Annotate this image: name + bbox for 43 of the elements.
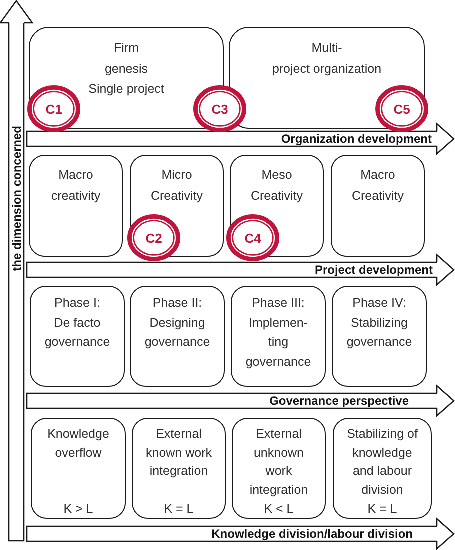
axis-label: Governance perspective bbox=[270, 394, 409, 408]
stage-label: Phase I: De facto governance bbox=[44, 295, 110, 351]
stage-label: Phase II: Designing governance bbox=[144, 295, 210, 351]
stage-box bbox=[132, 418, 226, 519]
stage-label: Firm genesis Single project bbox=[88, 40, 164, 98]
callout-circle bbox=[226, 214, 280, 262]
stage-label: Macro Creativity bbox=[352, 167, 404, 205]
stage-box bbox=[130, 286, 225, 387]
ratio-label: K = L bbox=[164, 502, 194, 516]
stage-box bbox=[333, 418, 432, 519]
ratio-label: K = L bbox=[368, 502, 398, 516]
stage-label: Stabilizing of knowledge and labour division bbox=[347, 426, 418, 498]
callout-number: C2 bbox=[146, 230, 162, 246]
callout-number: C4 bbox=[244, 230, 262, 246]
stage-box bbox=[232, 418, 326, 519]
stage-label: Phase III: Implemen- ting governance bbox=[246, 295, 312, 371]
stage-label: Multi- project organization bbox=[272, 40, 382, 78]
stage-label: Knowledge overflow bbox=[48, 426, 110, 462]
callout-circle bbox=[27, 85, 81, 133]
stage-label: Micro Creativity bbox=[150, 167, 204, 205]
callout-circle bbox=[193, 85, 247, 133]
stage-label: External unknown work integration bbox=[250, 426, 308, 499]
callout-number: C1 bbox=[46, 102, 62, 116]
axis-label: Knowledge division/labour division bbox=[212, 527, 413, 541]
ratio-label: K > L bbox=[64, 502, 94, 516]
stage-box bbox=[30, 286, 125, 387]
axis-label: Organization development bbox=[281, 132, 432, 146]
stage-box bbox=[29, 155, 123, 257]
stage-label: Phase IV: Stabilizing governance bbox=[346, 295, 412, 351]
stage-box bbox=[331, 155, 425, 257]
callout-number: C3 bbox=[212, 102, 228, 116]
stage-label: Macro creativity bbox=[51, 167, 101, 205]
callout-number: C5 bbox=[394, 102, 410, 116]
ratio-label: K < L bbox=[264, 502, 294, 516]
stage-box bbox=[31, 418, 126, 519]
axis-label: Project development bbox=[314, 263, 433, 277]
callout-circle bbox=[375, 85, 429, 133]
stage-label: Meso Creativity bbox=[250, 167, 304, 205]
callout-circle bbox=[127, 214, 181, 262]
stage-box bbox=[231, 286, 326, 387]
stage-label: External known work integration bbox=[146, 426, 212, 480]
stage-box bbox=[332, 286, 427, 387]
axis-label: the dimension concerned bbox=[10, 126, 24, 272]
